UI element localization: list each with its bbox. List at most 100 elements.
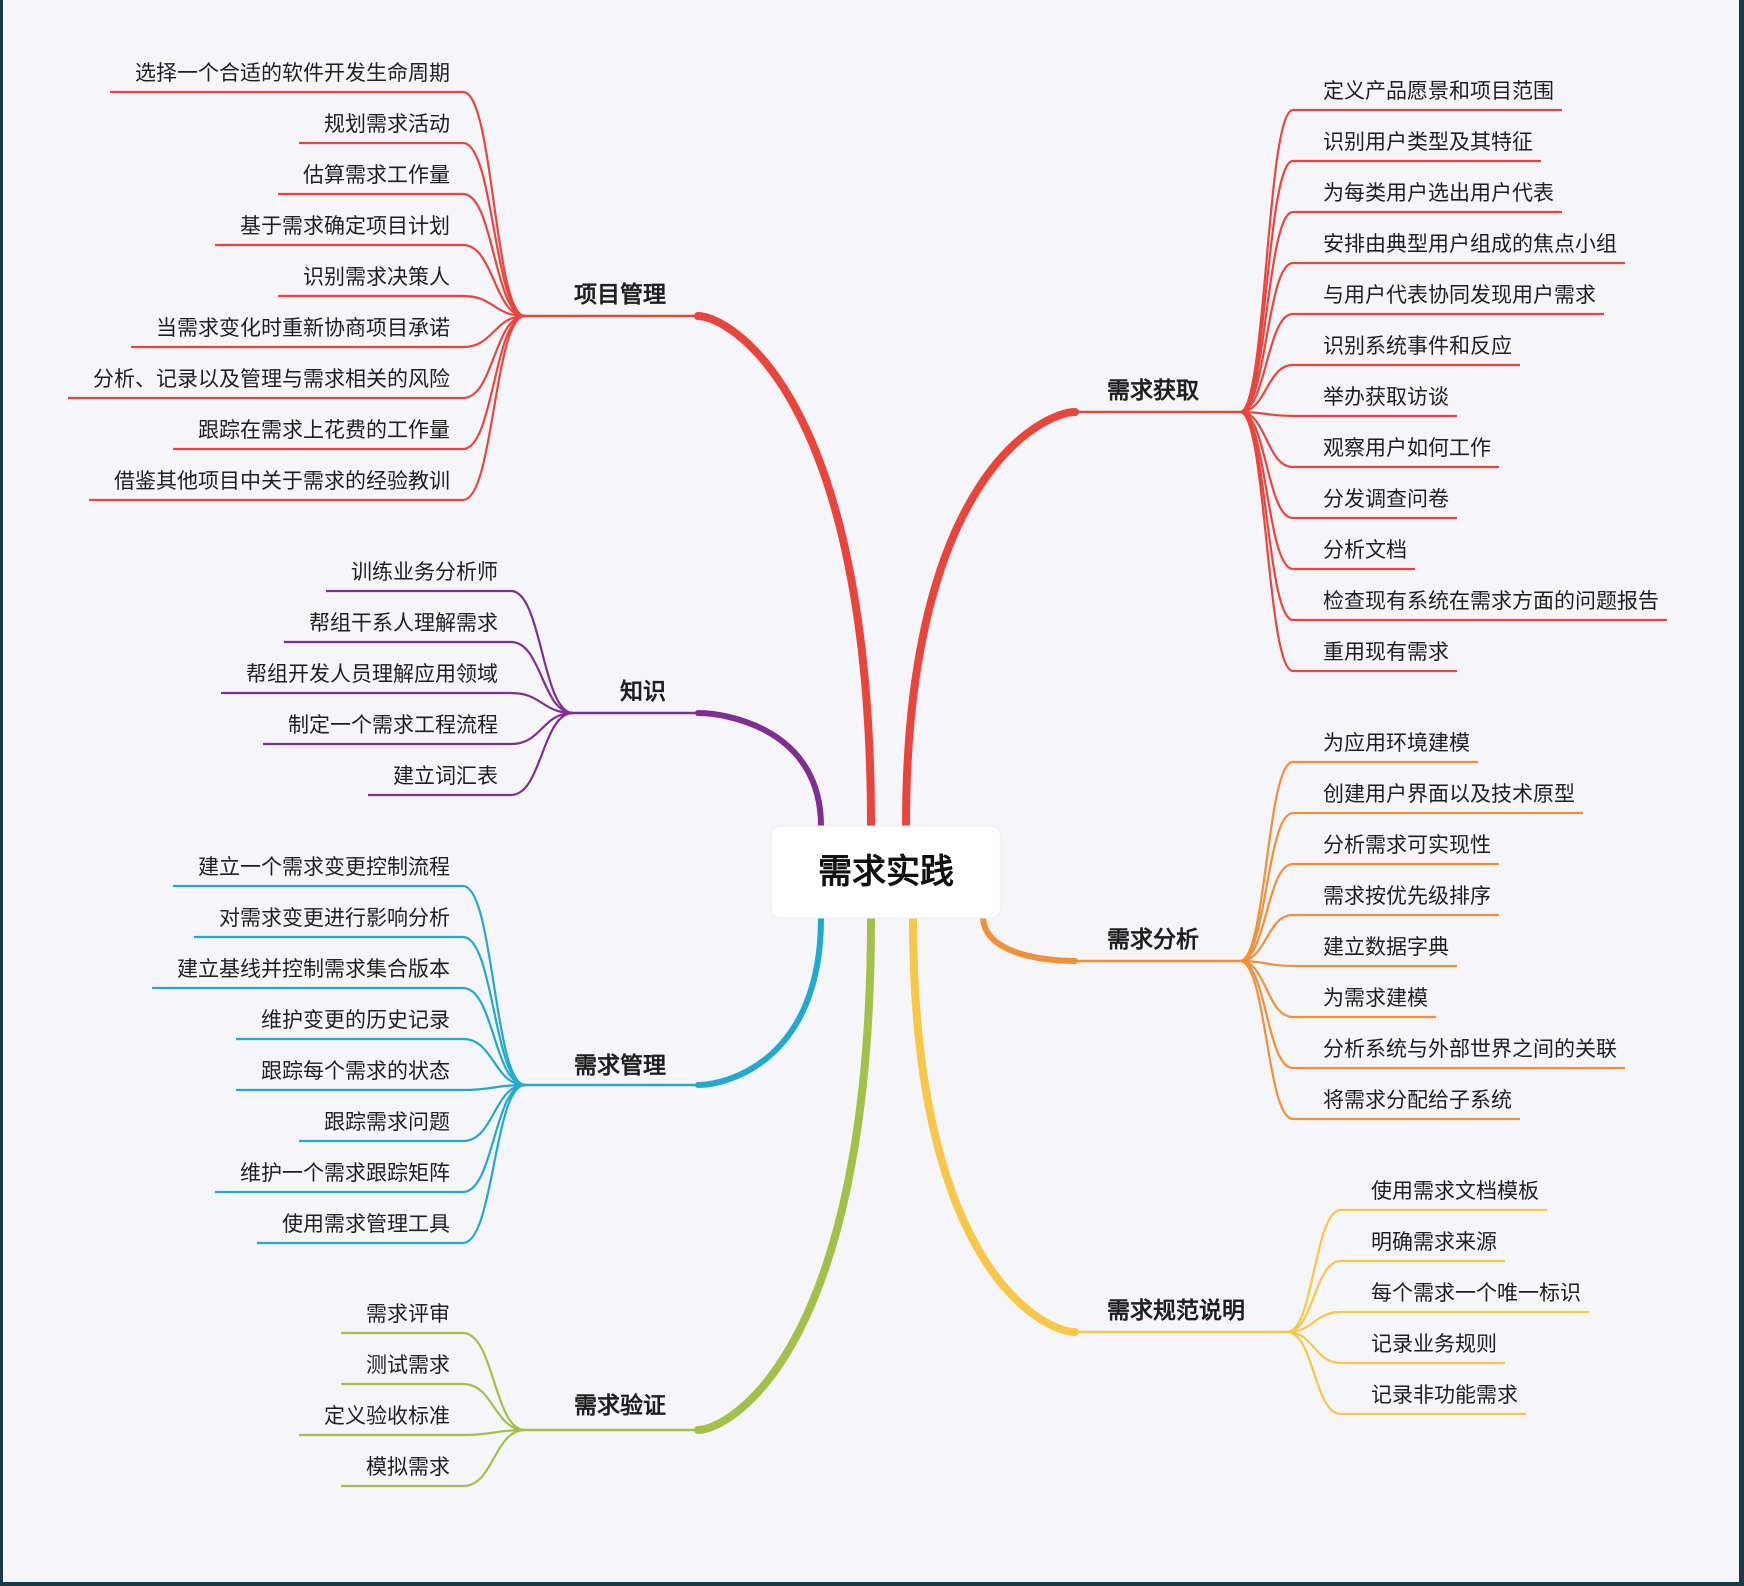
requirements-management-trunk-connector (695, 915, 824, 1088)
project-management-leaf-connector (462, 294, 526, 318)
leaf-node-label[interactable]: 明确需求来源 (1371, 1230, 1497, 1254)
leaf-node-label[interactable]: 测试需求 (366, 1353, 450, 1377)
leaf-node-label[interactable]: 规划需求活动 (324, 112, 450, 136)
leaf-node-label[interactable]: 将需求分配给子系统 (1323, 1088, 1512, 1112)
leaf-node-label[interactable]: 创建用户界面以及技术原型 (1323, 782, 1575, 806)
requirements-elicitation-leaf-connector (1239, 410, 1294, 673)
requirements-validation-leaf-connector (462, 1331, 526, 1432)
node-layer: 项目管理 选择一个合适的软件开发生命周期规划需求活动估算需求工作量基于需求确定项目… (93, 61, 1659, 1479)
leaf-node-label[interactable]: 为每类用户选出用户代表 (1323, 181, 1554, 205)
leaf-node-label[interactable]: 记录非功能需求 (1371, 1383, 1518, 1407)
requirements-management-leaf-connector (462, 1083, 526, 1143)
requirements-management-leaf-connector (462, 986, 526, 1087)
requirements-specification-leaf-connector (1286, 1259, 1342, 1334)
requirements-validation-leaf-connector (462, 1428, 526, 1488)
requirements-analysis-leaf-connector (1239, 913, 1294, 963)
leaf-node-label[interactable]: 帮组开发人员理解应用领域 (246, 662, 498, 686)
requirements-analysis-leaf-connector (1239, 959, 1294, 1019)
branch-label-requirements-specification[interactable]: 需求规范说明 (1107, 1297, 1245, 1324)
leaf-node-label[interactable]: 建立一个需求变更控制流程 (198, 855, 450, 879)
requirements-management-leaf-connector (462, 884, 526, 1087)
leaf-node-label[interactable]: 观察用户如何工作 (1323, 436, 1491, 460)
leaf-node-label[interactable]: 分析系统与外部世界之间的关联 (1323, 1037, 1617, 1061)
requirements-validation-leaf-connector (462, 1428, 526, 1437)
requirements-management-leaf-connector (462, 1083, 526, 1092)
leaf-node-label[interactable]: 建立基线并控制需求集合版本 (177, 957, 450, 981)
root-node-box[interactable] (770, 825, 1002, 919)
leaf-node-label[interactable]: 分析需求可实现性 (1323, 833, 1491, 857)
requirements-validation-leaf-connector (462, 1382, 526, 1432)
leaf-node-label[interactable]: 检查现有系统在需求方面的问题报告 (1323, 589, 1659, 613)
leaf-node-label[interactable]: 制定一个需求工程流程 (288, 713, 498, 737)
leaf-node-label[interactable]: 估算需求工作量 (303, 163, 450, 187)
requirements-elicitation-leaf-connector (1239, 159, 1294, 414)
requirements-elicitation-leaf-connector (1239, 363, 1294, 414)
leaf-node-label[interactable]: 使用需求管理工具 (282, 1212, 450, 1236)
leaf-node-label[interactable]: 举办获取访谈 (1323, 385, 1449, 409)
leaf-node-label[interactable]: 借鉴其他项目中关于需求的经验教训 (114, 469, 450, 493)
leaf-node-label[interactable]: 识别用户类型及其特征 (1323, 130, 1533, 154)
requirements-management-leaf-connector (462, 1037, 526, 1087)
requirements-specification-leaf-connector (1286, 1208, 1342, 1334)
leaf-node-label[interactable]: 需求评审 (366, 1302, 450, 1326)
requirements-elicitation-leaf-connector (1239, 410, 1294, 622)
project-management-leaf-connector (462, 90, 526, 318)
leaf-node-label[interactable]: 识别系统事件和反应 (1323, 334, 1512, 358)
leaf-node-label[interactable]: 需求按优先级排序 (1323, 884, 1491, 908)
project-management-trunk-connector (694, 312, 875, 830)
leaf-node-label[interactable]: 分析、记录以及管理与需求相关的风险 (93, 367, 450, 391)
knowledge-leaf-connector (510, 711, 574, 797)
leaf-node-label[interactable]: 识别需求决策人 (303, 265, 450, 289)
branch-label-requirements-validation[interactable]: 需求验证 (574, 1392, 666, 1419)
branch-label-requirements-management[interactable]: 需求管理 (574, 1052, 666, 1079)
leaf-node-label[interactable]: 当需求变化时重新协商项目承诺 (156, 316, 450, 340)
leaf-node-label[interactable]: 定义产品愿景和项目范围 (1323, 79, 1554, 103)
knowledge-trunk-connector (695, 710, 824, 829)
leaf-node-label[interactable]: 训练业务分析师 (351, 560, 498, 584)
branch-label-requirements-analysis[interactable]: 需求分析 (1107, 927, 1199, 953)
leaf-node-label[interactable]: 模拟需求 (366, 1455, 450, 1479)
requirements-analysis-leaf-connector (1239, 959, 1294, 1121)
requirements-elicitation-trunk-connector (902, 408, 1079, 830)
requirements-elicitation-leaf-connector (1239, 210, 1294, 414)
knowledge-leaf-connector (510, 711, 574, 746)
requirements-analysis-trunk-connector (980, 913, 1078, 964)
leaf-node-label[interactable]: 维护一个需求跟踪矩阵 (240, 1161, 450, 1185)
requirements-analysis-leaf-connector (1239, 811, 1294, 963)
project-management-leaf-connector (462, 141, 526, 318)
leaf-node-label[interactable]: 维护变更的历史记录 (261, 1008, 450, 1032)
branch-label-project-management[interactable]: 项目管理 (574, 281, 666, 308)
leaf-node-label[interactable]: 建立数据字典 (1323, 935, 1449, 959)
project-management-leaf-connector (462, 314, 526, 502)
leaf-node-label[interactable]: 与用户代表协同发现用户需求 (1323, 283, 1596, 307)
branch-label-knowledge[interactable]: 知识 (620, 678, 666, 705)
requirements-specification-leaf-connector (1286, 1330, 1342, 1416)
leaf-node-label[interactable]: 每个需求一个唯一标识 (1371, 1281, 1581, 1305)
leaf-node-label[interactable]: 帮组干系人理解需求 (309, 611, 498, 635)
requirements-management-leaf-connector (462, 935, 526, 1087)
leaf-node-label[interactable]: 记录业务规则 (1371, 1332, 1497, 1356)
requirements-specification-trunk-connector (909, 914, 1079, 1336)
leaf-node-label[interactable]: 分析文档 (1323, 538, 1407, 562)
branch-label-requirements-elicitation[interactable]: 需求获取 (1107, 378, 1199, 404)
leaf-node-label[interactable]: 为应用环境建模 (1323, 731, 1470, 755)
leaf-node-label[interactable]: 选择一个合适的软件开发生命周期 (135, 61, 450, 85)
leaf-node-label[interactable]: 基于需求确定项目计划 (240, 214, 450, 238)
leaf-node-label[interactable]: 建立词汇表 (393, 764, 498, 788)
leaf-node-label[interactable]: 对需求变更进行影响分析 (219, 906, 450, 930)
leaf-node-label[interactable]: 定义验收标准 (324, 1404, 450, 1428)
leaf-node-label[interactable]: 使用需求文档模板 (1371, 1179, 1539, 1203)
root-node-label: 需求实践 (818, 852, 954, 892)
leaf-node-label[interactable]: 重用现有需求 (1323, 640, 1449, 664)
connector-layer (68, 90, 1667, 1488)
leaf-node-label[interactable]: 跟踪每个需求的状态 (261, 1059, 450, 1083)
leaf-node-label[interactable]: 安排由典型用户组成的焦点小组 (1323, 232, 1617, 256)
leaf-node-label[interactable]: 跟踪需求问题 (324, 1110, 450, 1134)
knowledge-leaf-connector (510, 691, 574, 715)
project-management-leaf-connector (462, 243, 526, 318)
leaf-node-label[interactable]: 分发调查问卷 (1323, 487, 1449, 511)
leaf-node-label[interactable]: 为需求建模 (1323, 986, 1428, 1010)
requirements-elicitation-leaf-connector (1239, 312, 1294, 414)
knowledge-leaf-connector (510, 640, 574, 715)
leaf-node-label[interactable]: 跟踪在需求上花费的工作量 (198, 418, 450, 442)
